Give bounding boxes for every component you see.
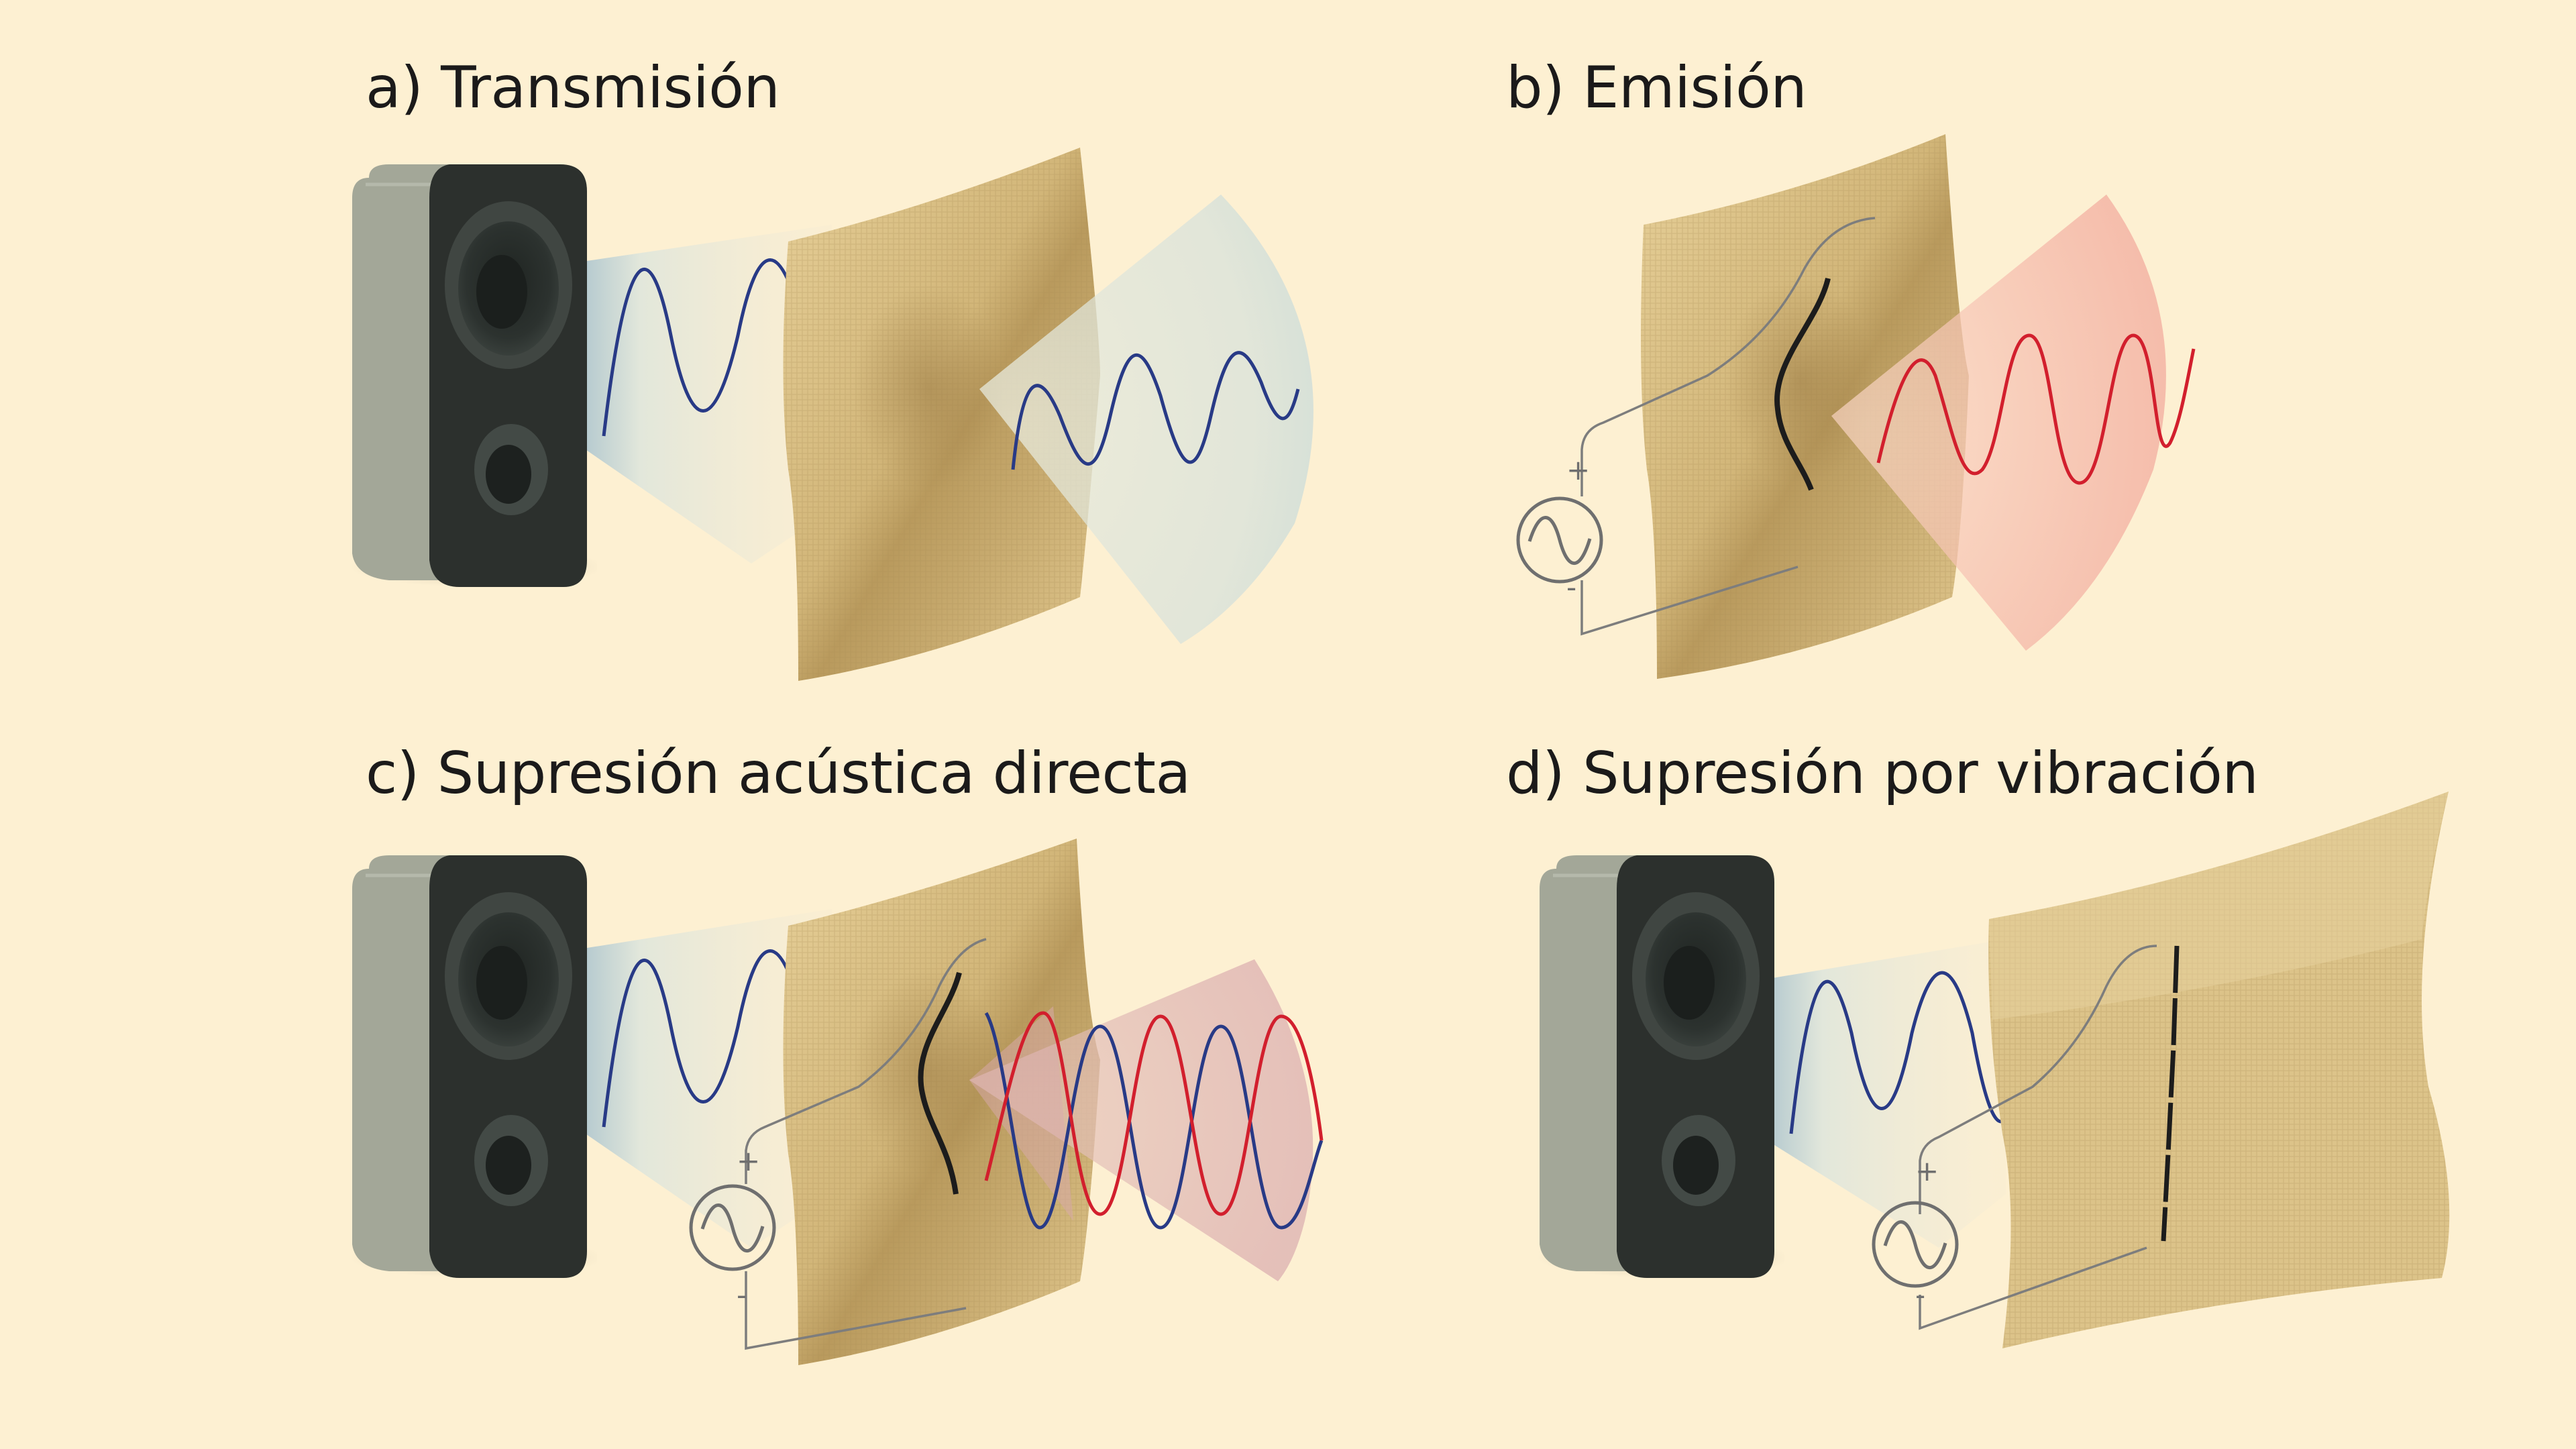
panel-title-a: a) Transmisión	[366, 54, 780, 121]
mixed-fan-c	[969, 959, 1313, 1281]
incident-wave-d	[1789, 971, 2015, 1134]
source-plus-label: +	[737, 1144, 760, 1177]
incident-wave-transmitted-c	[984, 1012, 1324, 1230]
source-plus-label: +	[1915, 1155, 1939, 1187]
panel-title-c: c) Supresión acústica directa	[366, 740, 1191, 807]
circuit-wire-c	[745, 938, 987, 1350]
source-minus-label: -	[1566, 571, 1576, 604]
transmitted-wave-a	[1011, 351, 1300, 470]
actuator-line-c	[918, 972, 962, 1195]
fabric-membrane-icon	[783, 839, 1100, 1365]
circuit-wire-b	[1580, 217, 1876, 636]
speaker-icon	[1536, 855, 1791, 1278]
speaker-icon	[349, 164, 604, 587]
emitted-wave-b	[1876, 333, 2196, 485]
panel-a	[349, 148, 1313, 681]
panel-title-b: b) Emisión	[1506, 54, 1807, 121]
sound-beam-d	[1724, 939, 2006, 1248]
sound-beam-a	[537, 225, 832, 564]
source-plus-label: +	[1566, 453, 1590, 486]
actuator-line-d	[2161, 945, 2180, 1242]
panel-d: + -	[1536, 792, 2450, 1348]
panel-b: + -	[1518, 134, 2196, 679]
transmitted-fan-a	[979, 195, 1313, 644]
fabric-membrane-icon	[1641, 134, 1969, 679]
source-minus-label: -	[1915, 1279, 1925, 1311]
panel-title-d: d) Supresión por vibración	[1506, 740, 2259, 807]
mixed-fan-c-inner	[969, 1006, 1073, 1221]
panel-c: + -	[349, 839, 1324, 1365]
fabric-membrane-icon	[783, 148, 1100, 681]
circuit-wire-d	[1919, 945, 2157, 1330]
speaker-icon	[349, 855, 604, 1278]
cancelling-wave-c	[984, 1011, 1324, 1216]
actuator-line-b	[1774, 278, 1831, 491]
ac-voltage-source-icon	[1518, 498, 1601, 582]
source-minus-label: -	[737, 1279, 747, 1311]
fabric-membrane-icon	[1988, 792, 2450, 1348]
